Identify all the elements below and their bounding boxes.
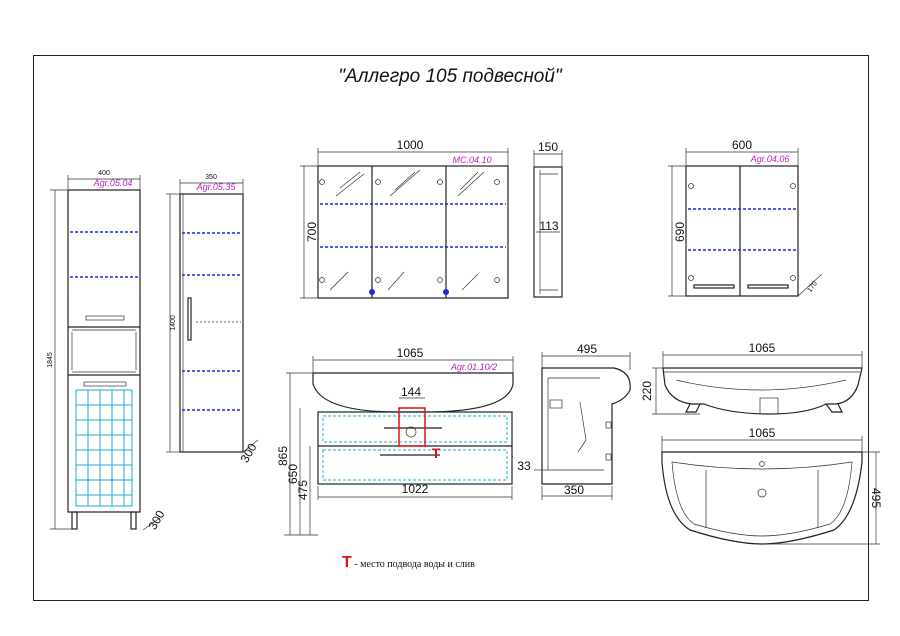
- vanity-side-body-depth: 350: [564, 483, 584, 497]
- sheet-border: [33, 55, 869, 601]
- mirror-cabinet-width: 1000: [397, 138, 424, 152]
- vanity-cutout: 144: [401, 385, 421, 399]
- drawing-title: "Аллегро 105 подвесной": [338, 66, 562, 87]
- pencil-slim-depth: 300: [237, 441, 259, 466]
- basin-front-height: 220: [640, 381, 654, 401]
- vanity-code: Agr.01.10/2: [450, 362, 497, 372]
- vanity-inner-width: 1022: [402, 482, 429, 496]
- pencil-slim-width: 350: [205, 174, 217, 181]
- pencil-tall-depth: 300: [145, 508, 167, 533]
- pencil-tall-code: Agr.05.04: [93, 178, 133, 188]
- mirror-cabinet-front: [300, 148, 509, 299]
- mirror-side-inner: 113: [539, 219, 558, 233]
- pencil-slim-height: 1400: [170, 315, 177, 331]
- small-cabinet-depth: 170: [807, 280, 819, 294]
- mirror-cabinet-code: MC.04.10: [452, 155, 491, 165]
- basin-top-width: 1065: [749, 426, 776, 440]
- pencil-tall-width: 400: [98, 170, 110, 177]
- mirror-side-depth: 150: [538, 140, 558, 154]
- vanity-water-mark: T: [432, 445, 441, 461]
- legend-text: - место подвода воды и слив: [351, 559, 475, 570]
- small-wall-cabinet: [668, 148, 823, 297]
- pencil-cabinet-slim: [166, 179, 259, 453]
- vanity-side-offset: 33: [517, 459, 531, 473]
- vanity-side-depth: 495: [577, 342, 597, 356]
- small-cabinet-height: 690: [673, 222, 687, 242]
- pencil-cabinet-tall: [50, 175, 161, 531]
- legend: T - место подвода воды и слив: [342, 554, 475, 572]
- pencil-tall-height: 1845: [47, 352, 54, 368]
- vanity-front: [284, 356, 514, 536]
- vanity-height-total: 865: [276, 446, 290, 466]
- vanity-height-650: 650: [286, 464, 300, 484]
- basin-top: [661, 436, 880, 545]
- mirror-cabinet-height: 700: [305, 222, 319, 242]
- basin-front-width: 1065: [749, 341, 776, 355]
- vanity-width: 1065: [397, 346, 424, 360]
- basket-grid: [75, 389, 133, 507]
- mirror-cabinet-side: [533, 150, 563, 298]
- small-cabinet-width: 600: [732, 138, 752, 152]
- basin-front: [652, 351, 863, 415]
- cutout-box: [398, 407, 426, 447]
- small-cabinet-code: Agr.04.06: [750, 154, 790, 164]
- vanity-height-475: 475: [296, 480, 310, 500]
- vanity-side: [534, 352, 631, 500]
- basin-top-depth: 495: [869, 488, 883, 508]
- pencil-slim-code: Agr.05.35: [196, 182, 237, 192]
- legend-water-mark: T: [342, 554, 352, 571]
